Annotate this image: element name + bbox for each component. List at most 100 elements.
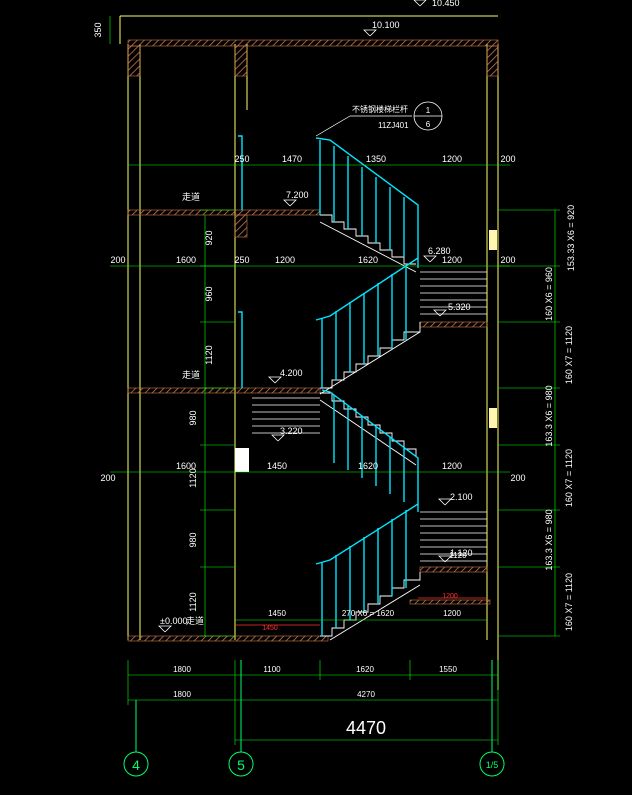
flight-5320-soffit	[319, 331, 421, 395]
railing-5320	[315, 257, 419, 321]
bd2-1800: 1800	[173, 690, 191, 699]
dim-texts-low: 200 1600 1450 1620 1200 200	[100, 461, 525, 483]
callout-leader	[315, 115, 351, 137]
callout-ref: 11ZJ401	[378, 121, 409, 130]
dim-low-1620: 1620	[358, 461, 378, 471]
dim-texts-ground: 1450 270 X6 = 1620 1200	[268, 609, 461, 618]
elev-symbol	[438, 498, 452, 506]
v-980b: 980	[188, 532, 198, 547]
total-width: 4470	[346, 718, 386, 738]
bd1-1550: 1550	[439, 665, 457, 674]
bd1-1800: 1800	[173, 665, 191, 674]
elevation-texts: 10.450 10.100 7.200 6.280 5.320 4.200 3.…	[160, 0, 473, 626]
bd2-4270: 4270	[357, 690, 375, 699]
v-980a: 980	[188, 410, 198, 425]
roof-slab	[127, 39, 499, 47]
dim-ground-1620: 270 X6 = 1620	[342, 609, 395, 618]
ground-right	[409, 599, 491, 605]
flight-3220	[320, 392, 417, 457]
landing-5320	[419, 321, 488, 328]
corridor-rail-upper	[238, 135, 243, 210]
grid-label-4: 4	[132, 757, 140, 773]
dim-ground-1200: 1200	[443, 609, 461, 618]
elev-symbol	[271, 434, 285, 442]
elevation-roof: 10.100	[372, 20, 400, 30]
flight-3220-soffit	[319, 399, 417, 466]
elev-symbol	[363, 29, 377, 37]
railing-callout: 不锈钢楼梯栏杆 11ZJ401 1 6	[315, 101, 443, 137]
dim-top-1470: 1470	[282, 154, 302, 164]
dim-top-200: 200	[500, 154, 515, 164]
elevation-3220: 3.220	[280, 426, 303, 436]
elevation-ground: ±0.000	[160, 616, 187, 626]
roof-beam-right	[486, 45, 499, 77]
elev-symbol	[433, 309, 447, 317]
elev-symbol	[438, 555, 452, 563]
dim-mid-1200: 1200	[275, 255, 295, 265]
dim-top-250: 250	[234, 154, 249, 164]
elevation-top: 10.450	[432, 0, 460, 8]
railing-3220	[321, 389, 419, 512]
v-960: 960	[204, 286, 214, 301]
dim-mid-1600: 1600	[176, 255, 196, 265]
rv-4: 160 X7 = 1120	[564, 449, 574, 507]
callout-number-bottom: 6	[426, 120, 431, 129]
grid-label-5: 5	[237, 757, 245, 773]
grid-bubble-1-5	[479, 751, 505, 777]
dim-mid-200: 200	[110, 255, 125, 265]
dim-top-1200: 1200	[442, 154, 462, 164]
rv-6: 160 X7 = 1120	[564, 573, 574, 631]
door-mark	[235, 448, 249, 472]
dim-mid-1200b: 1200	[442, 255, 462, 265]
ground-red-dim-right: 1200	[442, 593, 458, 600]
railing-upper	[315, 137, 419, 268]
v-920: 920	[204, 230, 214, 245]
elevation-7200: 7.200	[286, 190, 309, 200]
v-1120b: 1120	[188, 468, 198, 487]
elevation-1120: 1.120	[450, 548, 473, 558]
roof-beam-left	[127, 45, 141, 77]
bottom-dims-row-1: 1800 1100 1620 1550	[173, 665, 457, 674]
dim-low-1200: 1200	[442, 461, 462, 471]
elev-symbol	[268, 376, 282, 384]
elev-symbol	[158, 625, 172, 633]
dim-mid-1620: 1620	[358, 255, 378, 265]
dim-texts-top: 250 1470 1350 1200 200	[234, 154, 515, 164]
elev-symbol	[423, 255, 437, 263]
slab-7200	[127, 209, 321, 216]
slab-4200	[127, 387, 321, 394]
stair-flights	[319, 214, 421, 641]
flight-5320	[320, 322, 421, 389]
roof-beam-mid	[234, 45, 248, 77]
dim-landing-1120: 1120	[449, 551, 467, 560]
v-1120a: 1120	[204, 345, 214, 364]
stair-tread-lines	[252, 271, 487, 562]
rv-1: 160 X6 = 960	[544, 267, 554, 321]
grid-bubble-5	[228, 751, 254, 777]
dim-top-350: 350	[93, 22, 103, 37]
left-vertical-dims: 920 960 1120 980 1120 980 1120	[188, 230, 214, 611]
elevation-6280: 6.280	[428, 246, 451, 256]
elev-symbol	[283, 199, 297, 207]
window-mark	[489, 230, 497, 250]
dim-top-1350: 1350	[366, 154, 386, 164]
dim-ground-1450: 1450	[268, 609, 286, 618]
dim-texts-mid: 200 1600 250 1200 1620 1200 200	[110, 255, 515, 265]
rv-3: 163.3 X6 = 980	[544, 385, 554, 446]
elev-symbol	[413, 0, 427, 7]
rv-5: 163.3 X6 = 980	[544, 509, 554, 570]
walls	[119, 15, 499, 690]
grid-axes	[123, 660, 505, 777]
bottom-dims-row-2: 1800 4270	[173, 690, 375, 699]
rv-2: 160 X7 = 1120	[564, 326, 574, 384]
grid-label-1-5: 1/5	[486, 760, 499, 770]
window-mark	[489, 408, 497, 428]
ground-red-dims	[235, 597, 487, 626]
elevation-5320: 5.320	[448, 302, 471, 312]
slabs	[127, 39, 499, 642]
flight-lower-soffit	[329, 584, 421, 641]
corridor-rail-lower	[238, 311, 243, 388]
dimension-lines	[109, 16, 560, 745]
dim-low-1450: 1450	[267, 461, 287, 471]
